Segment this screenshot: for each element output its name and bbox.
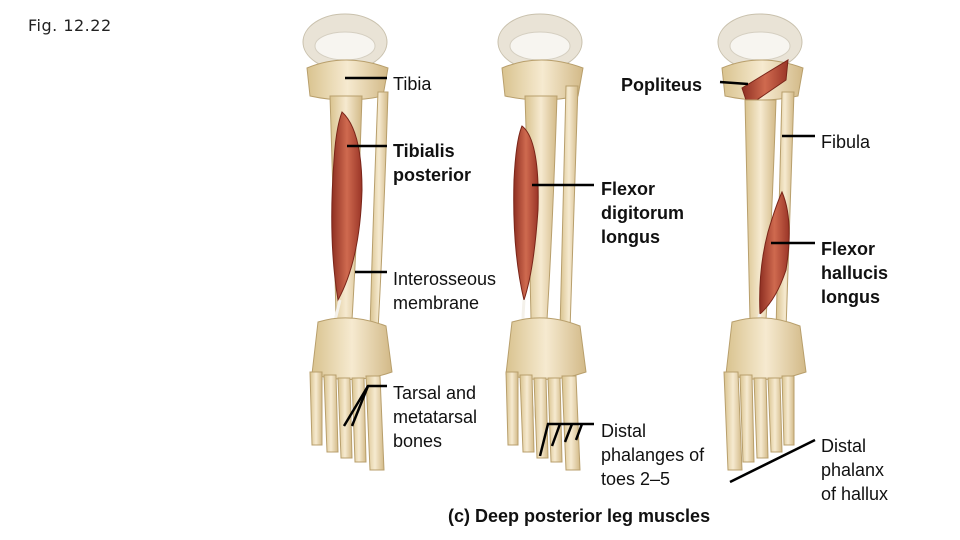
label-popliteus: Popliteus (621, 73, 702, 97)
label-tarsal-metatarsal: Tarsal and metatarsal bones (393, 381, 477, 453)
label-distal-phalanx-hallux: Distal phalanx of hallux (821, 434, 888, 506)
fibula-shaft (560, 86, 578, 330)
leg-middle (498, 14, 586, 470)
patella-cartilage (730, 32, 790, 60)
foot-bones (506, 372, 580, 470)
fibula-shaft (370, 92, 388, 330)
figure-caption: (c) Deep posterior leg muscles (448, 506, 710, 527)
label-distal-phalanges-toes: Distal phalanges of toes 2–5 (601, 419, 704, 491)
label-flexor-hallucis-longus: Flexor hallucis longus (821, 237, 888, 309)
patella-cartilage (315, 32, 375, 60)
label-flexor-digitorum-longus: Flexor digitorum longus (601, 177, 684, 249)
label-tibialis-posterior: Tibialis posterior (393, 139, 471, 187)
patella-cartilage (510, 32, 570, 60)
label-interosseous-membrane: Interosseous membrane (393, 267, 496, 315)
ankle-bones (312, 318, 392, 380)
ankle-bones (726, 318, 806, 380)
tibia-head (307, 60, 388, 100)
leg-left (303, 14, 392, 470)
ankle-bones (506, 318, 586, 380)
label-tibia: Tibia (393, 72, 431, 96)
label-fibula: Fibula (821, 130, 870, 154)
